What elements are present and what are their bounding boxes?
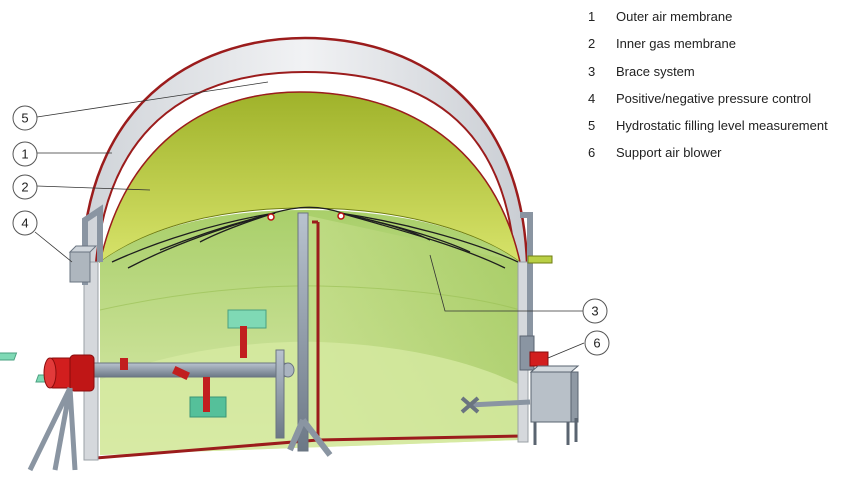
legend-label: Hydrostatic filling level measurement (616, 118, 828, 134)
submersible-mixer (460, 396, 531, 414)
svg-text:5: 5 (21, 111, 28, 126)
callout-3: 3 (582, 298, 608, 324)
legend-item: 1 Outer air membrane (588, 9, 843, 36)
legend: 1 Outer air membrane 2 Inner gas membran… (588, 9, 843, 173)
legend-label: Positive/negative pressure control (616, 90, 812, 106)
svg-text:4: 4 (21, 216, 28, 231)
brace-node-left (267, 213, 275, 221)
legend-number: 1 (588, 9, 596, 24)
svg-text:6: 6 (593, 336, 600, 351)
pressure-control (68, 204, 103, 285)
legend-number: 2 (588, 36, 596, 52)
callout-5: 5 (12, 105, 38, 131)
svg-text:2: 2 (21, 180, 28, 195)
brace-system (111, 206, 519, 269)
svg-text:1: 1 (21, 147, 28, 162)
callout-4: 4 (12, 210, 38, 236)
legend-label: Support air blower (616, 145, 722, 161)
legend-label: Brace system (616, 63, 695, 79)
inner-gas-membrane (99, 91, 521, 264)
legend-number: 5 (588, 118, 596, 134)
legend-number: 6 (588, 145, 596, 161)
brace-node-right (337, 212, 345, 220)
legend-label: Outer air membrane (616, 9, 733, 24)
callout-6: 6 (584, 330, 610, 356)
svg-text:3: 3 (591, 304, 598, 319)
callout-2: 2 (12, 174, 38, 200)
callout-1: 1 (12, 141, 38, 167)
left-motor (27, 354, 95, 472)
legend-number: 3 (588, 63, 596, 79)
legend-item: 4 Positive/negative pressure control (588, 91, 843, 118)
central-column (297, 212, 309, 452)
legend-label: Inner gas membrane (616, 36, 736, 52)
legend-item: 6 Support air blower (588, 145, 843, 172)
legend-item: 3 Brace system (588, 64, 843, 91)
legend-item: 5 Hydrostatic filling level measurement (588, 118, 843, 145)
support-air-blower (529, 351, 580, 445)
callout-leaders (34, 81, 585, 359)
column-support (287, 418, 333, 457)
legend-item: 2 Inner gas membrane (588, 36, 843, 63)
legend-number: 4 (588, 90, 596, 106)
